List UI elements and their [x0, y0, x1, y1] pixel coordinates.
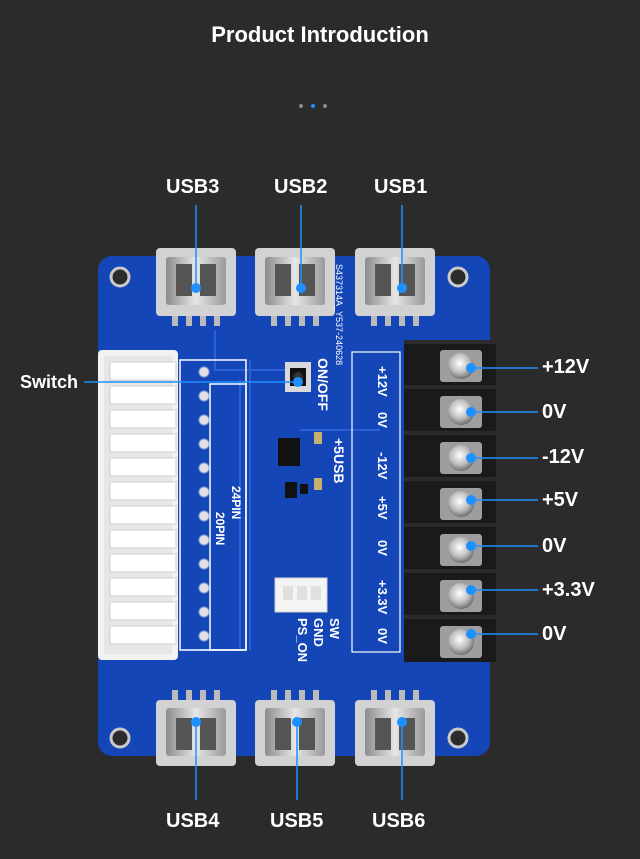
rail-label: +3.3V [375, 580, 390, 615]
usb3-label: USB3 [166, 176, 220, 198]
voltage-label: +3.3V [542, 579, 595, 601]
voltage-label: 0V [542, 623, 567, 645]
voltage-label: +12V [542, 356, 590, 378]
usb2-label: USB2 [274, 176, 328, 198]
atx-24pin-connector [98, 350, 210, 660]
rail-label: 0V [375, 540, 390, 556]
rail-silkscreen: +12V 0V -12V +5V 0V +3.3V 0V [375, 366, 390, 644]
carousel-dot-active[interactable] [311, 104, 315, 108]
carousel-dot[interactable] [299, 104, 303, 108]
switch-label: Switch [20, 372, 79, 392]
usb4-label: USB4 [166, 810, 220, 832]
usb-ports-top [156, 248, 435, 326]
usb-port [255, 690, 335, 766]
usb-port [355, 248, 435, 326]
voltage-label: 0V [542, 401, 567, 423]
jst-connector [274, 577, 328, 613]
plus5usb-silkscreen: +5USB [331, 438, 347, 484]
pson-silkscreen: PS_ON [295, 618, 310, 662]
serial-silkscreen: S437314A_Y537-240628 [334, 264, 344, 365]
usb1-label: USB1 [374, 176, 428, 198]
usb5-label: USB5 [270, 810, 324, 832]
usb-ports-bottom [156, 690, 435, 766]
rail-label: 0V [375, 628, 390, 644]
sw-silkscreen: SW [327, 618, 342, 640]
rail-label: -12V [375, 452, 390, 480]
gnd-silkscreen: GND [311, 618, 326, 647]
voltage-label: -12V [542, 446, 585, 468]
rail-label: +12V [375, 366, 390, 397]
terminal-block [404, 340, 496, 662]
usb-port [255, 248, 335, 326]
usb-port [355, 690, 435, 766]
mounting-holes [109, 266, 469, 749]
rail-label: 0V [375, 412, 390, 428]
callout-lines [84, 205, 538, 800]
usb6-label: USB6 [372, 810, 426, 832]
pin20-silkscreen: 20PIN [213, 512, 227, 545]
rail-label: +5V [375, 496, 390, 520]
pcb-board [98, 256, 490, 756]
onoff-silkscreen: ON/OFF [315, 358, 331, 411]
page-title: Product Introduction [211, 22, 429, 47]
carousel-dots[interactable] [299, 95, 335, 113]
voltage-label: 0V [542, 535, 567, 557]
carousel-dot[interactable] [323, 104, 327, 108]
voltage-label: +5V [542, 489, 579, 511]
pin24-silkscreen: 24PIN [229, 486, 243, 519]
callout-dots [191, 283, 476, 727]
